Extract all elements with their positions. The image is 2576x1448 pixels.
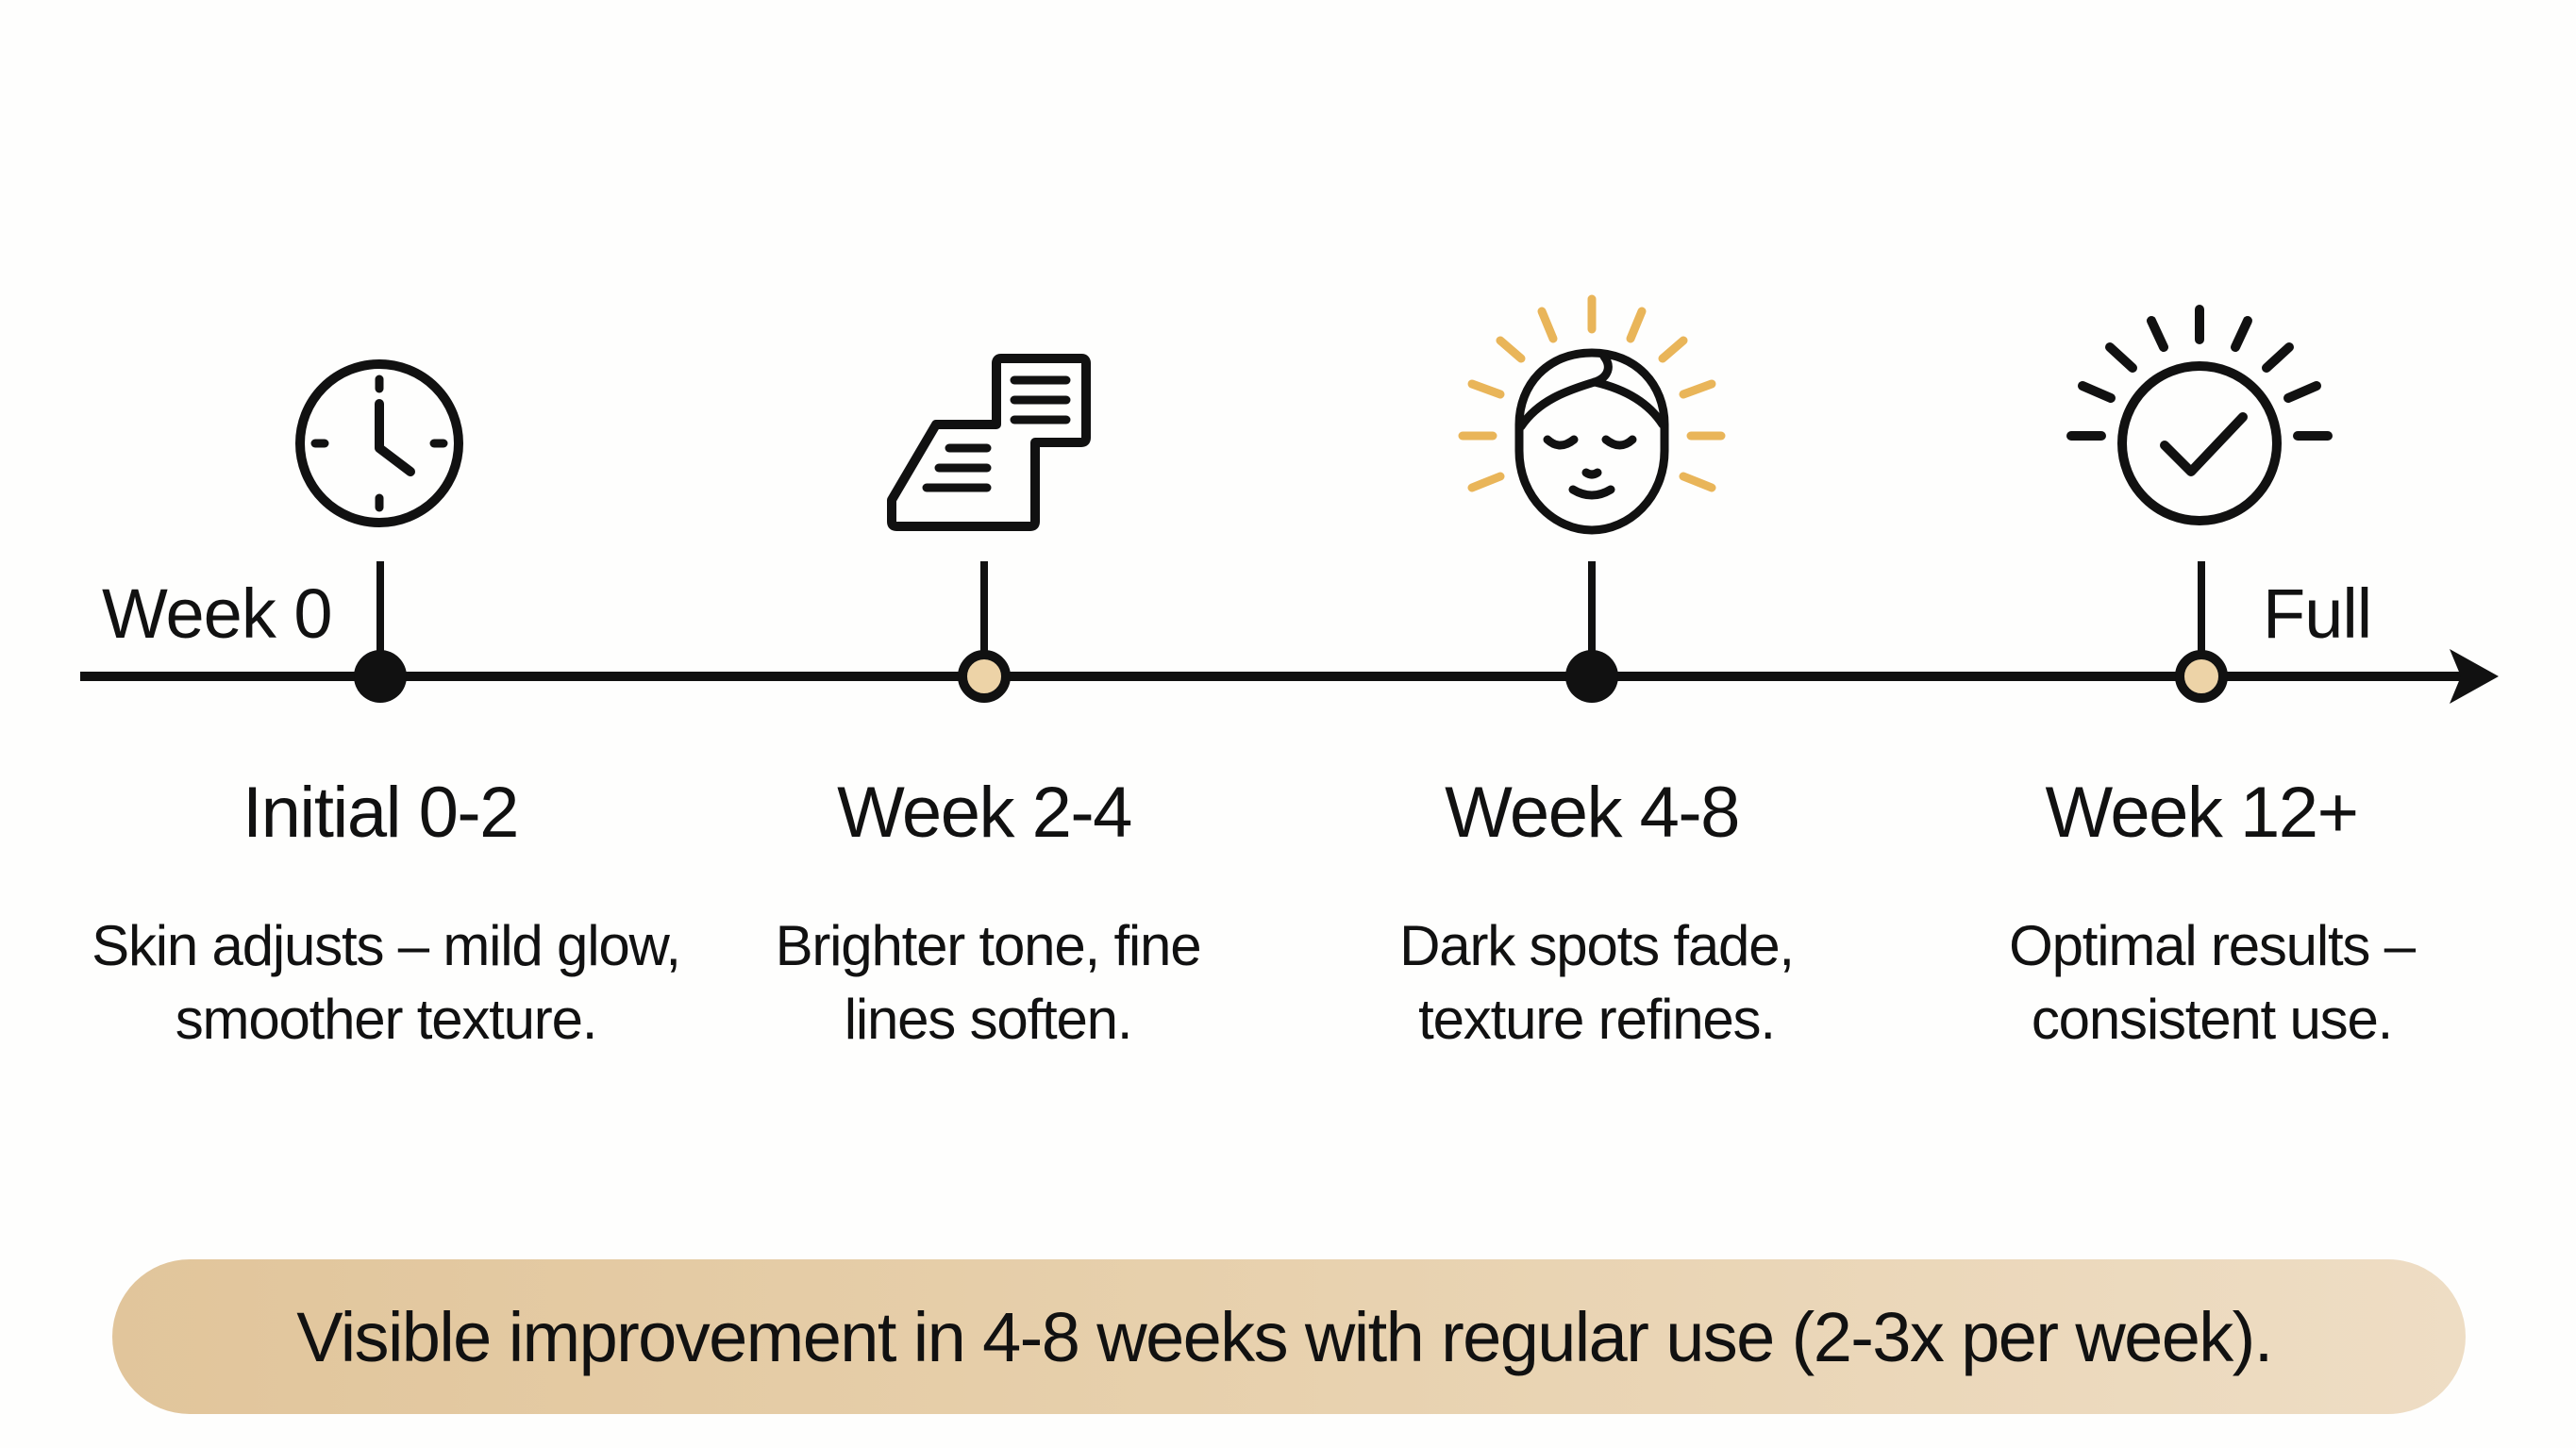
stage-description-2: Brighter tone, fine lines soften. (658, 909, 1318, 1057)
timeline-marker-2 (958, 650, 1011, 703)
stage-title-2: Week 2-4 (837, 773, 1132, 853)
glowing-face-icon (1458, 294, 1726, 535)
stage-description-3: Dark spots fade, texture refines. (1266, 909, 1927, 1057)
glow-rays (1458, 294, 1726, 492)
timeline-end-label: Full (2263, 574, 2372, 653)
timeline-start-label: Week 0 (102, 574, 333, 653)
stage-description-4: Optimal results – consistent use. (1882, 909, 2542, 1057)
summary-banner-text: Visible improvement in 4-8 weeks with re… (296, 1297, 2273, 1376)
documents-icon (887, 354, 1091, 531)
clock-icon (295, 359, 463, 527)
stage-description-2-line-1: Brighter tone, fine (775, 914, 1202, 977)
timeline-marker-1 (354, 650, 407, 703)
timeline-marker-4 (2175, 650, 2228, 703)
stage-description-4-line-1: Optimal results – (2009, 914, 2416, 977)
stage-title-4: Week 12+ (2045, 773, 2359, 853)
axis-arrowhead-icon (2450, 649, 2499, 704)
stage-description-4-line-2: consistent use. (2031, 988, 2393, 1051)
radiant-checkmark-icon (2066, 305, 2333, 525)
stage-title-1: Initial 0-2 (243, 773, 519, 853)
stage-description-3-line-2: texture refines. (1418, 988, 1776, 1051)
marker-stems (376, 561, 2205, 660)
stage-description-1-line-2: smoother texture. (175, 988, 598, 1051)
stage-title-3: Week 4-8 (1445, 773, 1740, 853)
stage-description-2-line-2: lines soften. (844, 988, 1133, 1051)
timeline-axis (80, 649, 2499, 704)
stage-description-1-line-1: Skin adjusts – mild glow, (92, 914, 681, 977)
stage-description-1: Skin adjusts – mild glow, smoother textu… (56, 909, 716, 1057)
summary-banner: Visible improvement in 4-8 weeks with re… (112, 1259, 2466, 1414)
timeline-marker-3 (1565, 650, 1618, 703)
stage-description-3-line-1: Dark spots fade, (1399, 914, 1795, 977)
